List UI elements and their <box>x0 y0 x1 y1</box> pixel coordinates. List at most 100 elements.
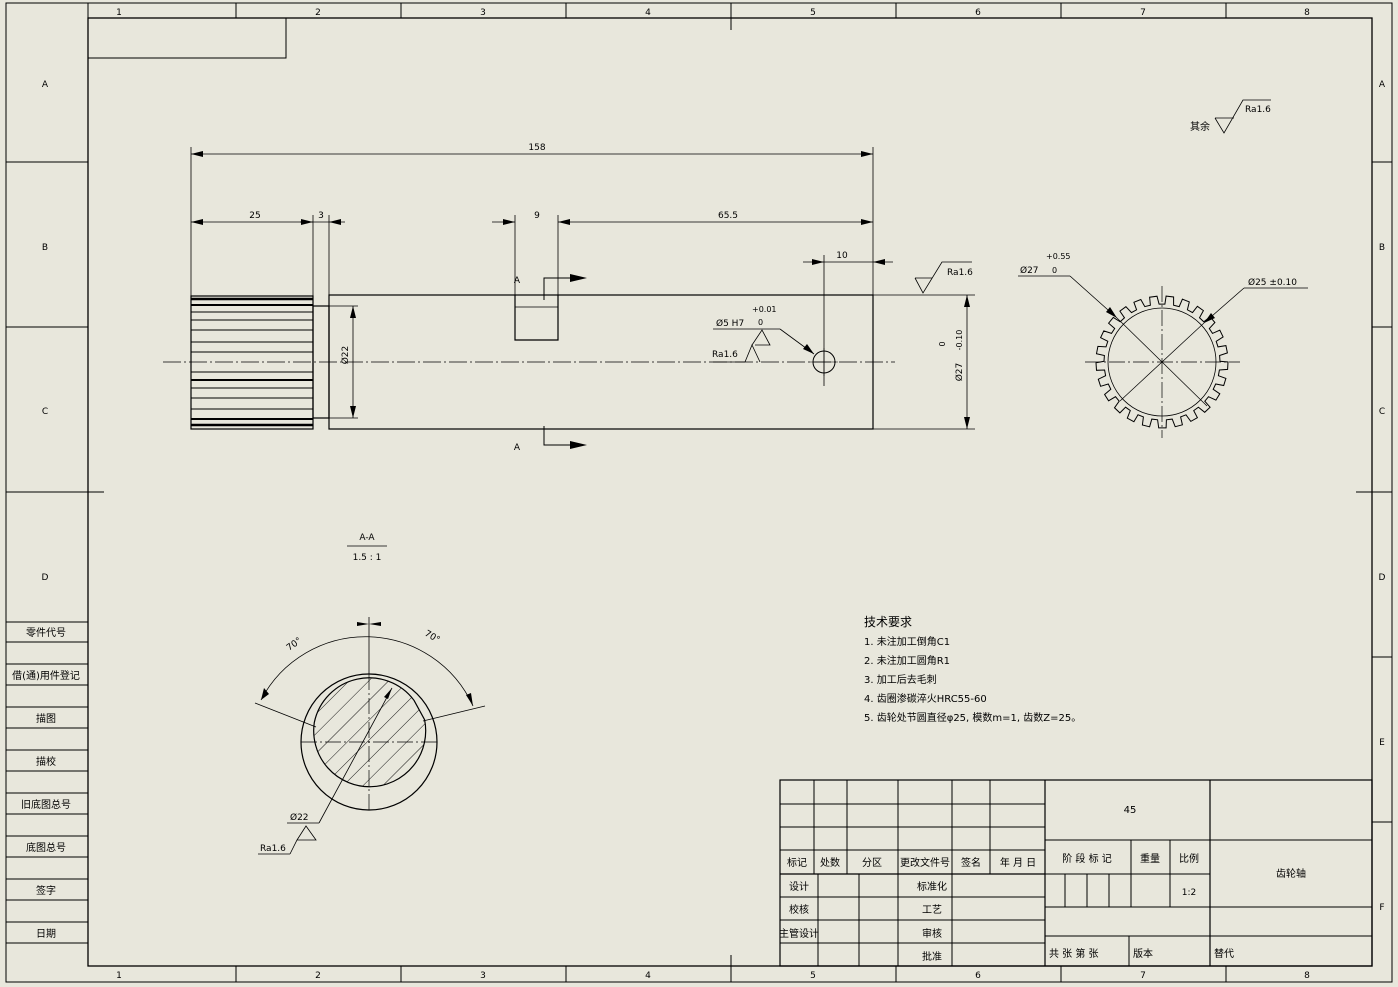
header-count: 处数 <box>820 856 840 869</box>
header-sign: 签名 <box>961 856 981 869</box>
header-zone: 分区 <box>862 857 882 869</box>
gear-root-dim: Ø25 ±0.10 <box>1248 277 1297 288</box>
dim-dia-main-tol-upper: 0 <box>938 341 947 346</box>
angle-left: 70° <box>285 636 304 653</box>
zone-row-d-right: D <box>1379 573 1386 583</box>
zone-row-f-right: F <box>1379 903 1384 913</box>
material: 45 <box>1124 805 1137 816</box>
dim-dia-small: Ø22 <box>340 346 351 365</box>
role-review: 审核 <box>922 927 942 940</box>
header-mark: 标记 <box>787 857 807 869</box>
dim-gear-length: 25 <box>249 211 260 221</box>
dim-right-length: 65.5 <box>718 211 738 221</box>
gear-root-circle <box>1107 307 1217 417</box>
zone-col-4: 4 <box>645 8 651 18</box>
role-design: 设计 <box>789 880 809 893</box>
note-4: 4. 齿圈渗碳淬火HRC55-60 <box>864 692 987 705</box>
zone-col-3: 3 <box>480 8 486 18</box>
roughness-other-value: Ra1.6 <box>1245 105 1271 115</box>
zone-col-3-bottom: 3 <box>480 971 486 981</box>
sheet-count: 共 张 第 张 <box>1049 947 1099 960</box>
gear-tooth-profile <box>1095 295 1229 429</box>
section-title: A-A <box>359 533 375 543</box>
zone-col-4-bottom: 4 <box>645 971 651 981</box>
zone-row-d: D <box>42 573 49 583</box>
zone-col-7: 7 <box>1140 8 1146 18</box>
dim-dia-main-tol-lower: -0.10 <box>955 330 964 351</box>
header-change-doc: 更改文件号 <box>900 856 950 869</box>
zone-row-a-right: A <box>1379 80 1386 90</box>
sheet-frame <box>5 2 1393 983</box>
gear-tooth-lines <box>191 297 313 427</box>
roughness-hole: Ra1.6 <box>712 350 738 360</box>
zone-col-6-bottom: 6 <box>975 971 981 981</box>
zone-labels: 1 2 3 4 5 6 7 8 1 2 3 4 5 6 7 8 A B C D … <box>42 8 1386 981</box>
title-block: 45 齿轮轴 阶 段 标 记 重量 比例 1:2 标记 处数 分区 更改文件号 … <box>779 779 1373 967</box>
notes-title: 技术要求 <box>864 615 912 629</box>
side-panel: 零件代号 借(通)用件登记 描图 描校 旧底图总号 底图总号 签字 日期 <box>6 621 88 944</box>
side-trace-check: 描校 <box>36 755 56 768</box>
side-old-base: 旧底图总号 <box>21 798 71 811</box>
section-hatch <box>313 677 427 788</box>
stage-label: 阶 段 标 记 <box>1062 852 1112 865</box>
supersede-label: 替代 <box>1214 947 1234 960</box>
zone-row-a: A <box>42 80 49 90</box>
zone-row-b: B <box>42 243 48 253</box>
note-3: 3. 加工后去毛刺 <box>864 674 937 686</box>
scale-label: 比例 <box>1179 852 1199 865</box>
side-date: 日期 <box>36 928 56 940</box>
role-check: 校核 <box>789 903 809 916</box>
version-label: 版本 <box>1133 947 1153 960</box>
section-roughness: Ra1.6 <box>260 844 286 854</box>
role-standard: 标准化 <box>917 880 947 893</box>
weight-label: 重量 <box>1140 852 1160 865</box>
zone-row-e-right: E <box>1379 738 1385 748</box>
section-dia-dim: Ø22 <box>290 812 309 823</box>
note-1: 1. 未注加工倒角C1 <box>864 635 950 648</box>
header-date: 年 月 日 <box>1000 856 1036 869</box>
angle-right: 70° <box>423 629 442 646</box>
shaft-main-view: A A <box>163 274 895 453</box>
section-scale: 1.5 : 1 <box>353 553 382 563</box>
zone-col-5: 5 <box>810 8 816 18</box>
zone-row-c-right: C <box>1379 407 1385 417</box>
gear-od-tol-lower: 0 <box>1052 266 1057 275</box>
gear-od-tol-upper: +0.55 <box>1046 252 1071 261</box>
side-part-code: 零件代号 <box>26 627 66 639</box>
scale-value: 1:2 <box>1182 888 1196 898</box>
dim-hole-tol-lower: 0 <box>758 318 763 327</box>
side-tracing: 描图 <box>36 712 56 725</box>
dim-overall-length: 158 <box>528 143 545 153</box>
zone-col-5-bottom: 5 <box>810 971 816 981</box>
section-marker-a-bottom: A <box>514 443 521 453</box>
zone-col-6: 6 <box>975 8 981 18</box>
gear-end-view: Ø27 +0.55 0 Ø25 ±0.10 <box>1018 252 1308 438</box>
zone-col-8: 8 <box>1304 8 1310 18</box>
side-borrowed: 借(通)用件登记 <box>12 669 80 682</box>
zone-col-7-bottom: 7 <box>1140 971 1146 981</box>
technical-requirements: 技术要求 1. 未注加工倒角C1 2. 未注加工圆角R1 3. 加工后去毛刺 4… <box>864 615 1081 724</box>
gear-od-dim: Ø27 <box>1020 265 1039 276</box>
keyway-slot <box>514 295 559 341</box>
general-roughness-note: 其余 Ra1.6 <box>1190 99 1271 134</box>
role-chief: 主管设计 <box>779 927 819 940</box>
zone-row-b-right: B <box>1379 243 1385 253</box>
dim-hole-fit: Ø5 H7 <box>716 318 744 329</box>
roughness-shaft: Ra1.6 <box>947 268 973 278</box>
part-name: 齿轮轴 <box>1276 867 1306 880</box>
dim-gap: 3 <box>318 211 324 221</box>
zone-row-c: C <box>42 407 48 417</box>
zone-col-1-bottom: 1 <box>116 971 122 981</box>
zone-col-2: 2 <box>315 8 321 18</box>
roughness-other-label: 其余 <box>1190 120 1210 133</box>
zone-col-1: 1 <box>116 8 122 18</box>
side-signature: 签字 <box>36 884 56 897</box>
zone-col-2-bottom: 2 <box>315 971 321 981</box>
section-marker-a-top: A <box>514 276 521 286</box>
note-2: 2. 未注加工圆角R1 <box>864 654 950 667</box>
role-process: 工艺 <box>922 904 942 916</box>
dim-slot-width: 9 <box>534 211 540 221</box>
dim-hole-position: 10 <box>836 251 848 261</box>
role-approve: 批准 <box>922 950 942 963</box>
